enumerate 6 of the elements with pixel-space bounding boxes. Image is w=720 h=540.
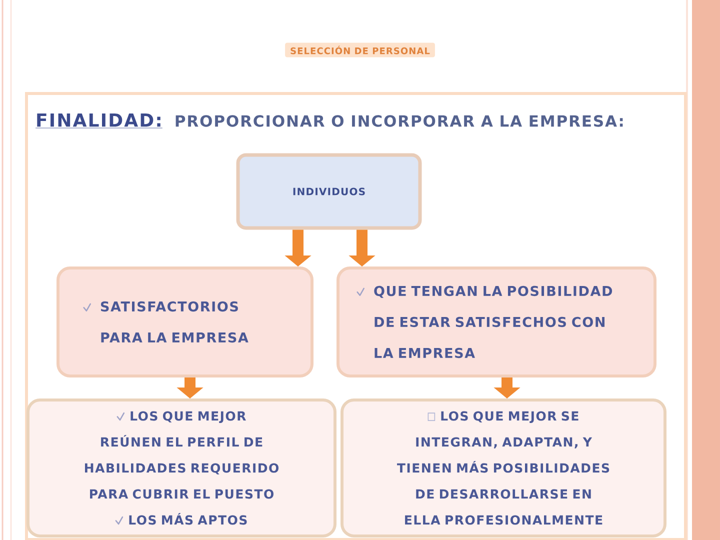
result-box: LOS QUE MEJOR SE INTEGRAN, ADAPTAN, Y TIENEN MÁS POSIBILIDADES DE DESARROLLARSE EN ELLA PROFESIONALMENTE	[340, 398, 666, 538]
criteria-box: QUE TENGAN LA POSIBILIDAD DE ESTAR SATISFECHOS CON LA EMPRESA	[336, 266, 656, 378]
result-box: LOS QUE MEJOR REÚNEN EL PERFIL DE HABILIDADES REQUERIDO PARA CUBRIR EL PUESTO LOS MÁS APTOS	[26, 398, 336, 538]
title: SELECCIÓN DE PERSONAL	[285, 42, 435, 58]
keyword-box: INDIVIDUOS	[236, 153, 422, 230]
criteria-box: SATISFACTORIOS PARA LA EMPRESA	[56, 266, 314, 378]
